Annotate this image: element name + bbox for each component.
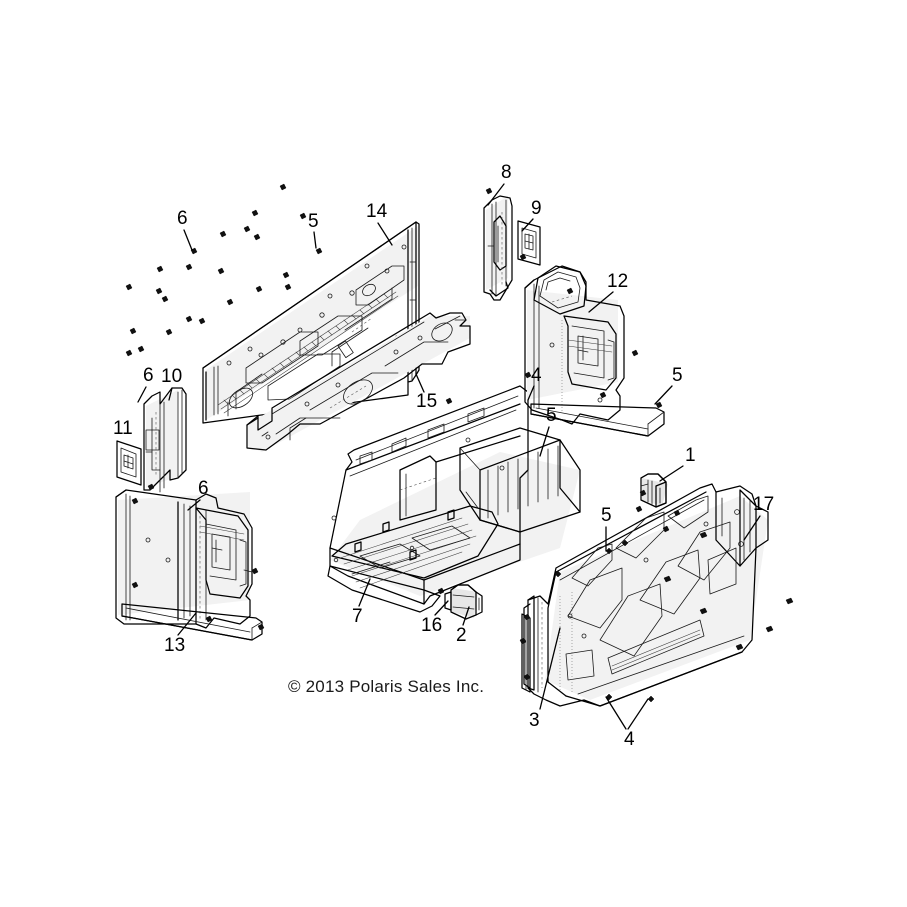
leader-line-5 <box>313 231 317 249</box>
callout-number-2: 2 <box>456 625 467 646</box>
leader-line-6 <box>187 499 201 511</box>
part-2-cup-grommet <box>444 584 483 620</box>
callout-number-12: 12 <box>607 271 629 292</box>
callout-number-6: 6 <box>143 365 154 386</box>
leader-line-1 <box>659 465 684 482</box>
callout-number-1: 1 <box>685 445 696 466</box>
callout-number-17: 17 <box>753 494 775 515</box>
callout-number-7: 7 <box>352 606 363 627</box>
leader-line-9 <box>521 218 534 232</box>
callout-number-11: 11 <box>113 418 133 439</box>
leader-line-6 <box>183 229 193 251</box>
leader-line-10 <box>168 387 173 401</box>
leader-line-4 <box>605 696 627 730</box>
leader-line-3 <box>539 627 561 710</box>
part-1-latch-clip <box>640 473 668 508</box>
callout-number-13: 13 <box>164 635 186 656</box>
callout-leader-lines <box>137 183 761 730</box>
callout-number-4: 4 <box>531 365 542 386</box>
leader-line-17 <box>743 515 761 541</box>
part-11-plate <box>116 440 142 486</box>
leader-line-5 <box>539 426 550 457</box>
callout-number-9: 9 <box>531 198 542 219</box>
part-3-lower-right-panel <box>523 483 769 707</box>
leader-line-16 <box>434 600 449 616</box>
part-12-right-panel <box>524 265 665 437</box>
fastener-marks <box>125 183 794 703</box>
leader-line-2 <box>462 606 470 626</box>
leader-line-6 <box>137 386 147 403</box>
leader-line-14 <box>377 222 393 246</box>
callout-number-15: 15 <box>416 391 438 412</box>
callout-number-4: 4 <box>624 729 635 750</box>
part-13-outer-side-panel <box>115 489 263 641</box>
callout-number-5: 5 <box>546 405 557 426</box>
callout-number-6: 6 <box>177 208 188 229</box>
callout-number-5: 5 <box>308 211 319 232</box>
leader-line-4 <box>627 698 649 730</box>
part-14-side-panel <box>202 221 420 424</box>
leader-line-5 <box>654 385 673 405</box>
copyright-notice: © 2013 Polaris Sales Inc. <box>288 677 485 696</box>
callout-number-6: 6 <box>198 478 209 499</box>
part-4-upright-bracket <box>521 613 531 693</box>
leader-line-7 <box>358 578 371 607</box>
callout-number-14: 14 <box>366 201 388 222</box>
callout-number-3: 3 <box>529 710 540 731</box>
part-7-floor-pan <box>327 385 581 613</box>
leader-line-15 <box>415 373 425 393</box>
leader-line-12 <box>588 291 614 313</box>
callout-number-5: 5 <box>601 505 612 526</box>
leader-line-8 <box>487 183 505 206</box>
callout-number-8: 8 <box>501 162 512 183</box>
part-10-bracket <box>143 387 187 493</box>
callout-number-16: 16 <box>421 615 443 636</box>
part-8-pillar-trim <box>483 195 513 301</box>
leader-line-4 <box>527 385 535 401</box>
callout-number-10: 10 <box>161 366 183 387</box>
leader-line-13 <box>177 612 197 636</box>
part-15-rocker-rail <box>246 312 471 452</box>
part-9-access-plate <box>517 220 541 266</box>
callout-number-5: 5 <box>672 365 683 386</box>
